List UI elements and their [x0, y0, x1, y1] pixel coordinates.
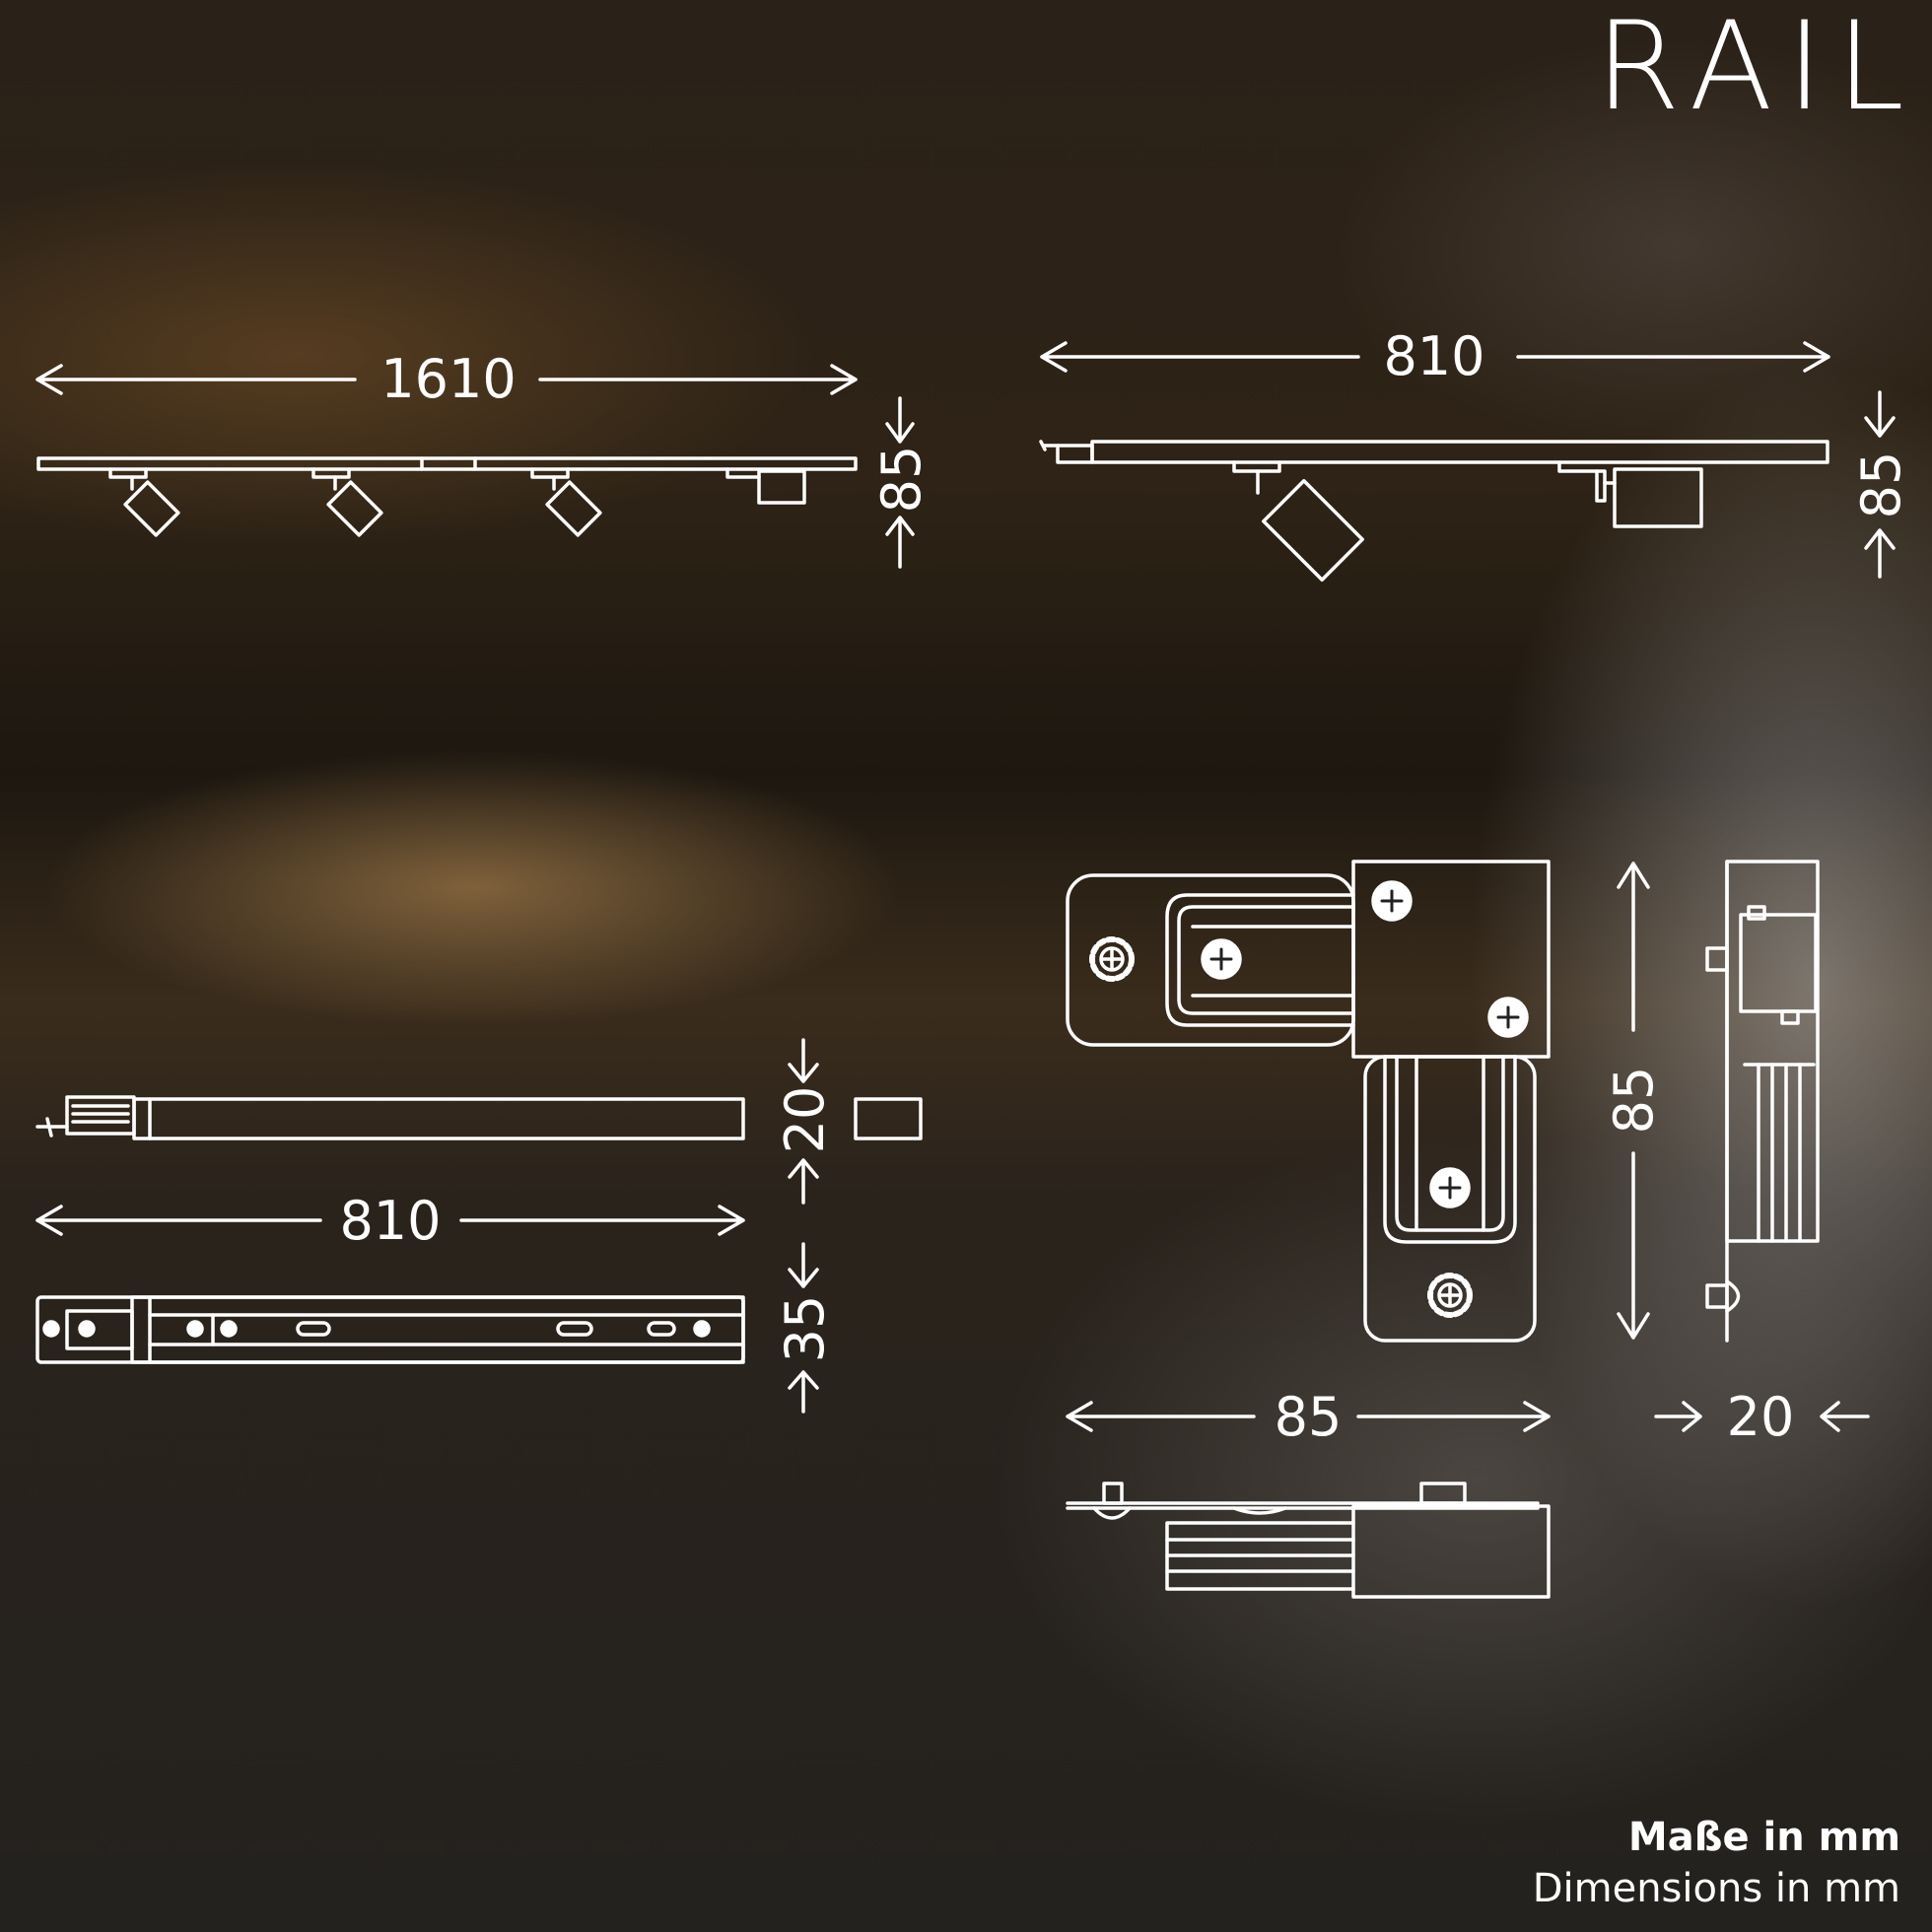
rail-profile-drawing: 20 810 35: [35, 1038, 923, 1414]
rail-set-drawing: 1610 85: [35, 348, 932, 569]
dim-rail-width: 35: [774, 1295, 836, 1363]
connector-drawing: 85 85 20: [1066, 860, 1870, 1599]
units-label-en: Dimensions in mm: [1532, 1866, 1900, 1911]
dim-profile-height: 20: [774, 1086, 836, 1154]
dim-rail-single-height: 85: [1850, 451, 1912, 519]
dim-connector-height: 85: [1603, 1067, 1665, 1135]
dim-connector-width: 85: [1275, 1386, 1343, 1448]
dim-connector-depth: 20: [1727, 1386, 1795, 1448]
units-label-de: Maße in mm: [1627, 1815, 1900, 1860]
brand-logo: RAIL: [1595, 0, 1918, 138]
dim-rail-set-height: 85: [870, 446, 932, 514]
units-caption: Maße in mm Dimensions in mm: [1533, 1812, 1900, 1914]
rail-single-drawing: 810 85: [1039, 325, 1912, 582]
dim-rail-set-length: 1610: [380, 348, 516, 410]
dim-rail-single-length: 810: [1383, 325, 1484, 387]
dim-rail-length-bottom: 810: [339, 1190, 441, 1252]
